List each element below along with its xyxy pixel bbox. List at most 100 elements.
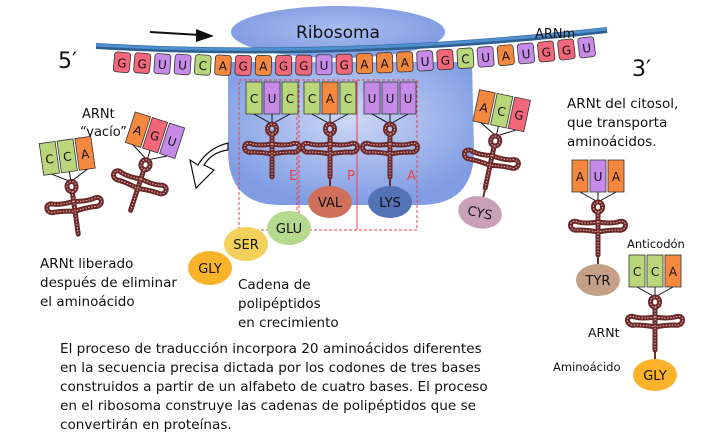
anticodon-base <box>472 89 496 125</box>
anticodon-letter: C <box>344 92 352 106</box>
chain-amino-acid-ser <box>224 227 268 261</box>
base-letter: G <box>279 59 289 73</box>
exit-arrow-icon <box>189 142 229 190</box>
base-letter: G <box>339 58 348 72</box>
anticodon-base <box>571 159 589 193</box>
base-letter: C <box>461 52 470 67</box>
mrna-base: A <box>355 53 373 75</box>
mrna-base: A <box>376 52 394 74</box>
site-letter: P <box>347 169 355 184</box>
caption-line: en la secuencia precisa dictada por los … <box>60 360 481 376</box>
growing-chain-caption: Cadena de polipéptidos en crecimiento <box>238 277 339 331</box>
mrna-base: U <box>416 50 434 72</box>
cytosol-trna-caption: ARNt del citosol, que transporta aminoác… <box>567 96 678 150</box>
anticodon-letter: A <box>326 92 335 106</box>
mrna-base: U <box>577 36 596 59</box>
growing-chain-line: polipéptidos <box>238 296 321 312</box>
caption-paragraph: El proceso de traducción incorpora 20 am… <box>60 340 488 435</box>
base-letter: A <box>219 59 229 73</box>
growing-chain-line: Cadena de <box>238 277 311 293</box>
base-letter: G <box>299 59 308 73</box>
caption-line: en el ribosoma construye las cadenas de … <box>60 398 477 414</box>
released-trna-line: el aminoácido <box>40 294 135 310</box>
chain-amino-acid-label: SER <box>233 238 259 253</box>
base-letter: U <box>521 47 531 62</box>
mrna-base: U <box>173 53 192 76</box>
base-letter: U <box>157 58 167 73</box>
three-prime-label: 3′ <box>632 57 651 82</box>
anticodon-base <box>607 159 625 193</box>
chain-amino-acid-gly <box>188 251 232 285</box>
anticodon-base <box>74 135 96 171</box>
cytosol-trna-line: ARNt del citosol, <box>567 96 678 112</box>
released-trna-caption: ARNt liberado después de eliminar el ami… <box>40 256 177 310</box>
site-box-a <box>356 79 418 231</box>
amino-acid-label: GLY <box>643 369 667 384</box>
amino-acid-label: VAL <box>318 196 343 211</box>
chain-amino-acid-glu <box>267 211 311 245</box>
anticodon-letter: U <box>268 92 277 106</box>
site-letter: A <box>407 169 416 184</box>
anticodon-base <box>38 140 61 176</box>
anticodon-letter: C <box>62 149 72 164</box>
anticodon-base <box>628 254 646 288</box>
anticodon-letter: C <box>286 92 294 106</box>
base-letter: U <box>581 41 591 56</box>
anticodon-letter: A <box>80 147 91 162</box>
anticodon-letter: G <box>513 108 525 124</box>
site-letter: E <box>289 169 297 184</box>
mrna-base: G <box>112 51 132 74</box>
amino-acid-lys <box>368 186 412 218</box>
mrna-base: A <box>214 54 232 76</box>
amino-acid-label: LYS <box>379 196 401 211</box>
anticodon-letter: C <box>651 265 659 279</box>
anticodon-base <box>303 81 321 115</box>
anticodon-base <box>399 81 417 115</box>
mrna-base: A <box>396 51 414 73</box>
base-letter: U <box>481 50 491 65</box>
base-letter: A <box>501 49 511 64</box>
anticodon-letter: G <box>148 128 161 144</box>
mrna-base: C <box>456 47 475 69</box>
released-trna-line: después de eliminar <box>40 275 177 291</box>
amino-acid-label: Aminoácido <box>553 360 621 374</box>
mrna-base: U <box>476 46 495 68</box>
anticodon-letter: A <box>576 170 585 184</box>
mrna-base: C <box>193 54 212 76</box>
mrna-base: G <box>537 40 556 63</box>
anticodon-base <box>490 92 514 129</box>
empty-trna-label-line2: “vacío” <box>80 125 127 140</box>
amino-acid-gly <box>633 359 677 391</box>
mrna-label: ARNm <box>535 27 575 42</box>
anticodon-base <box>159 122 186 159</box>
five-prime-label: 5′ <box>58 49 77 74</box>
anticodon-base <box>281 81 299 115</box>
base-letter: U <box>320 59 329 73</box>
base-letter: A <box>259 59 268 73</box>
mrna-base: U <box>516 42 536 65</box>
mrna-base: A <box>496 44 515 66</box>
growing-chain-line: en crecimiento <box>238 315 339 331</box>
mrna-base: G <box>295 54 313 76</box>
anticodon-letter: A <box>669 265 678 279</box>
anticodon-letter: U <box>386 92 395 106</box>
base-letter: C <box>198 59 207 73</box>
amino-acid-cys <box>458 196 502 229</box>
base-letter: U <box>420 55 429 69</box>
base-letter: A <box>380 57 389 71</box>
base-letter: A <box>400 56 410 70</box>
amino-acid-label: TYR <box>585 274 611 289</box>
cytosol-trna-line: aminoácidos. <box>567 134 657 150</box>
anticodon-base <box>245 81 263 115</box>
anticodon-letter: C <box>633 265 641 279</box>
base-letter: G <box>137 57 148 72</box>
anticodon-letter: A <box>478 100 490 116</box>
base-letter: G <box>541 45 552 60</box>
